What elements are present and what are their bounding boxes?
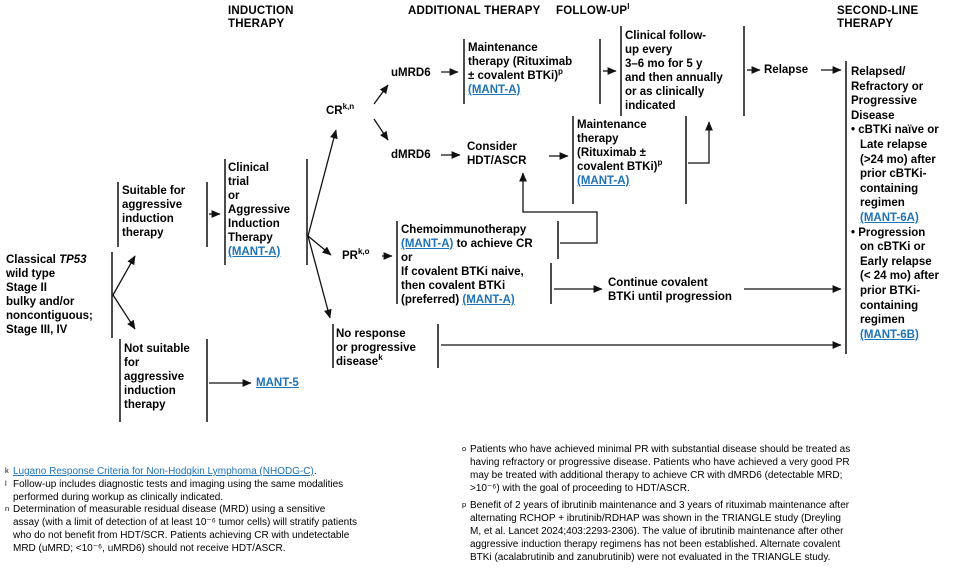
bullet-cbtki-naive-late-relapse: • cBTKi naïve or Late relapse (>24 mo) a… bbox=[851, 123, 957, 225]
node-consider-hdt-ascr: Consider HDT/ASCR bbox=[467, 141, 527, 167]
tp53-italic: TP53 bbox=[59, 254, 87, 266]
link-mant-6a[interactable]: (MANT-6A) bbox=[860, 211, 919, 224]
link-mant-a-chemo[interactable]: (MANT-A) bbox=[401, 238, 454, 250]
node-clinical-trial-or-aggressive-induction: Clinical trial or Aggressive Induction T… bbox=[228, 161, 312, 259]
link-lugano-criteria[interactable]: Lugano Response Criteria for Non-Hodgkin… bbox=[13, 466, 314, 477]
node-pr: PRk,o bbox=[342, 247, 370, 262]
node-no-response-progressive-disease: No response or progressive diseasek bbox=[336, 328, 416, 368]
column-header-second-line-therapy: SECOND-LINE THERAPY bbox=[837, 5, 919, 30]
node-clinical-follow-up: Clinical follow- up every 3–6 mo for 5 y… bbox=[625, 30, 723, 112]
link-mant-a-induction[interactable]: (MANT-A) bbox=[228, 246, 281, 258]
node-cr: CRk,n bbox=[326, 102, 355, 117]
column-header-additional-therapy: ADDITIONAL THERAPY bbox=[408, 5, 541, 17]
node-dmrd6: dMRD6 bbox=[391, 149, 431, 161]
node-maintenance-therapy-umrd: Maintenance therapy (Rituximab ± covalen… bbox=[468, 41, 600, 97]
node-not-suitable-for-aggressive-induction: Not suitable for aggressive induction th… bbox=[124, 343, 190, 411]
node-continue-covalent-btki: Continue covalent BTKi until progression bbox=[608, 277, 732, 303]
bullet-progression-early-relapse: • Progression on cBTKi or Early relapse … bbox=[851, 226, 957, 343]
node-umrd6: uMRD6 bbox=[391, 67, 431, 79]
node-chemoimmunotherapy-or-btki: Chemoimmunotherapy (MANT-A) to achieve C… bbox=[401, 224, 533, 306]
node-maintenance-therapy-dmrd: Maintenance therapy (Rituximab ± covalen… bbox=[577, 118, 685, 188]
column-header-follow-up: FOLLOW-UPl bbox=[556, 2, 630, 17]
link-mant-5: MANT-5 bbox=[256, 376, 299, 390]
link-mant-a-maintenance1[interactable]: (MANT-A) bbox=[468, 84, 521, 96]
link-mant-a-maintenance2[interactable]: (MANT-A) bbox=[577, 175, 630, 187]
column-header-induction-therapy: INDUCTION THERAPY bbox=[228, 5, 294, 30]
node-relapsed-refractory-progressive: Relapsed/ Refractory or Progressive Dise… bbox=[851, 65, 957, 342]
node-relapse: Relapse bbox=[764, 64, 809, 76]
link-mant-6b[interactable]: (MANT-6B) bbox=[860, 328, 919, 341]
node-suitable-for-aggressive-induction: Suitable for aggressive induction therap… bbox=[122, 185, 186, 239]
link-mant-5-anchor[interactable]: MANT-5 bbox=[256, 377, 299, 389]
link-mant-a-preferred[interactable]: (MANT-A) bbox=[462, 294, 515, 306]
node-classical-tp53-stage: Classical TP53 wild type Stage II bulky … bbox=[6, 254, 93, 336]
